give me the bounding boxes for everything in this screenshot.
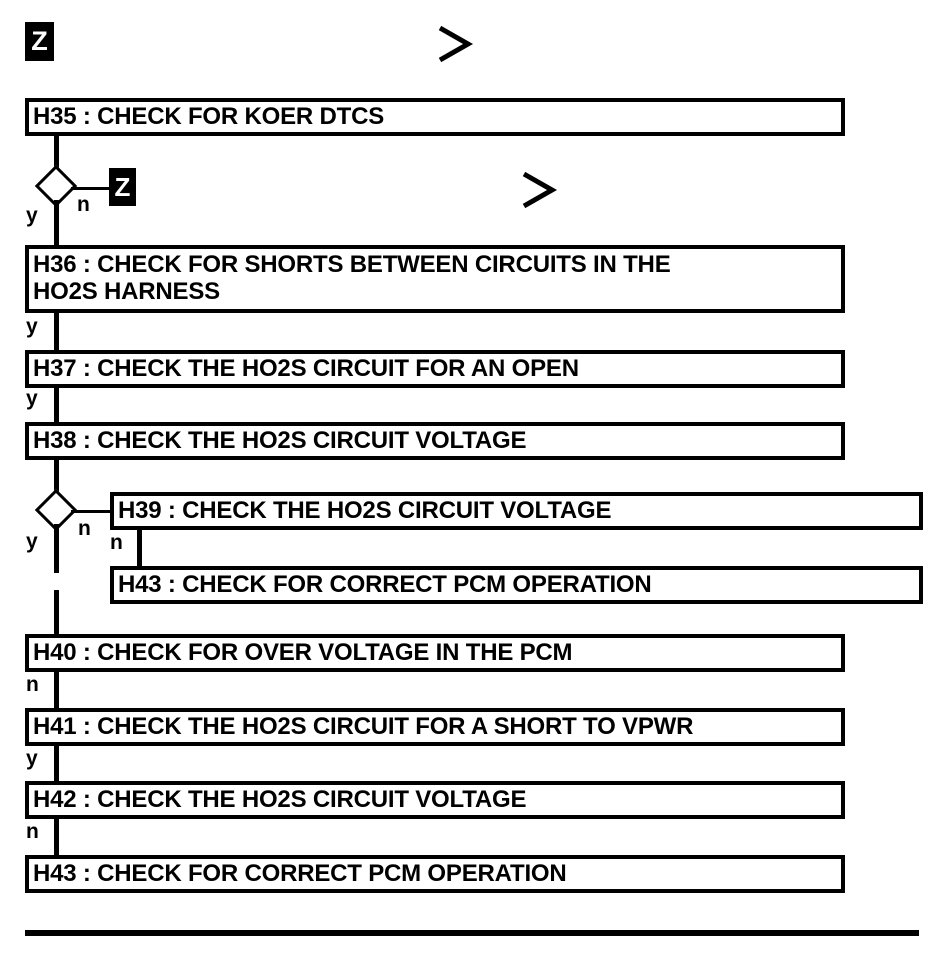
connector-decision1-n xyxy=(71,187,111,190)
chevron-top-svg xyxy=(438,25,474,63)
branch-label-n-h39: n xyxy=(110,531,123,554)
chevron-mid-svg xyxy=(522,171,558,209)
branch-label-y-decision1: y xyxy=(26,204,38,227)
chevron-right-icon-mid xyxy=(516,168,560,212)
process-box-h37-label: H37 : CHECK THE HO2S CIRCUIT FOR AN OPEN xyxy=(33,354,579,382)
connector-h41-to-h42 xyxy=(54,746,59,781)
process-box-h41[interactable]: H41 : CHECK THE HO2S CIRCUIT FOR A SHORT… xyxy=(25,708,845,746)
z-glyph: Z xyxy=(31,26,48,56)
process-box-h36-label: H36 : CHECK FOR SHORTS BETWEEN CIRCUITS … xyxy=(33,251,671,305)
process-box-h35[interactable]: H35 : CHECK FOR KOER DTCS xyxy=(25,98,845,136)
connector-h37-to-h38 xyxy=(54,388,59,422)
branch-label-n-h40: n xyxy=(26,673,39,696)
connector-h40-to-h41 xyxy=(54,672,59,708)
process-box-h40[interactable]: H40 : CHECK FOR OVER VOLTAGE IN THE PCM xyxy=(25,634,845,672)
branch-label-y-h36: y xyxy=(26,315,38,338)
branch-label-y-h41: y xyxy=(26,747,38,770)
bottom-divider xyxy=(25,930,919,936)
process-box-h42-label: H42 : CHECK THE HO2S CIRCUIT VOLTAGE xyxy=(33,785,527,813)
branch-label-y-decision2: y xyxy=(26,530,38,553)
process-box-h39[interactable]: H39 : CHECK THE HO2S CIRCUIT VOLTAGE xyxy=(110,492,923,530)
process-box-h42[interactable]: H42 : CHECK THE HO2S CIRCUIT VOLTAGE xyxy=(25,781,845,819)
process-box-h38-label: H38 : CHECK THE HO2S CIRCUIT VOLTAGE xyxy=(33,426,527,454)
process-box-h40-label: H40 : CHECK FOR OVER VOLTAGE IN THE PCM xyxy=(33,638,573,666)
connector-h42-to-h43 xyxy=(54,819,59,855)
process-box-h43-branch[interactable]: H43 : CHECK FOR CORRECT PCM OPERATION xyxy=(110,566,923,604)
process-box-h38[interactable]: H38 : CHECK THE HO2S CIRCUIT VOLTAGE xyxy=(25,422,845,460)
terminator-z-top[interactable]: Z xyxy=(25,22,54,61)
process-box-h43-branch-label: H43 : CHECK FOR CORRECT PCM OPERATION xyxy=(118,570,652,598)
connector-decision1-y xyxy=(54,200,59,245)
connector-decision2-n xyxy=(71,510,113,513)
branch-label-n-h42: n xyxy=(26,820,39,843)
connector-h39-to-h43a xyxy=(137,530,142,566)
z-glyph: Z xyxy=(114,172,131,202)
connector-h35-to-decision1 xyxy=(54,136,59,168)
process-box-h36[interactable]: H36 : CHECK FOR SHORTS BETWEEN CIRCUITS … xyxy=(25,245,845,313)
process-box-h41-label: H41 : CHECK THE HO2S CIRCUIT FOR A SHORT… xyxy=(33,712,694,740)
process-box-h43-final[interactable]: H43 : CHECK FOR CORRECT PCM OPERATION xyxy=(25,855,845,893)
branch-label-y-h37: y xyxy=(26,387,38,410)
chevron-right-icon-top xyxy=(432,22,476,66)
connector-h36-to-h37 xyxy=(54,313,59,350)
branch-label-n-decision1: n xyxy=(77,193,90,216)
connector-decision2-y-continued xyxy=(54,590,59,635)
process-box-h35-label: H35 : CHECK FOR KOER DTCS xyxy=(33,102,385,130)
process-box-h43-final-label: H43 : CHECK FOR CORRECT PCM OPERATION xyxy=(33,859,567,887)
connector-decision2-y xyxy=(54,524,59,573)
process-box-h39-label: H39 : CHECK THE HO2S CIRCUIT VOLTAGE xyxy=(118,496,612,524)
process-box-h37[interactable]: H37 : CHECK THE HO2S CIRCUIT FOR AN OPEN xyxy=(25,350,845,388)
connector-h38-to-decision2 xyxy=(54,460,59,494)
terminator-z-branch[interactable]: Z xyxy=(109,168,136,206)
branch-label-n-decision2: n xyxy=(78,517,91,540)
